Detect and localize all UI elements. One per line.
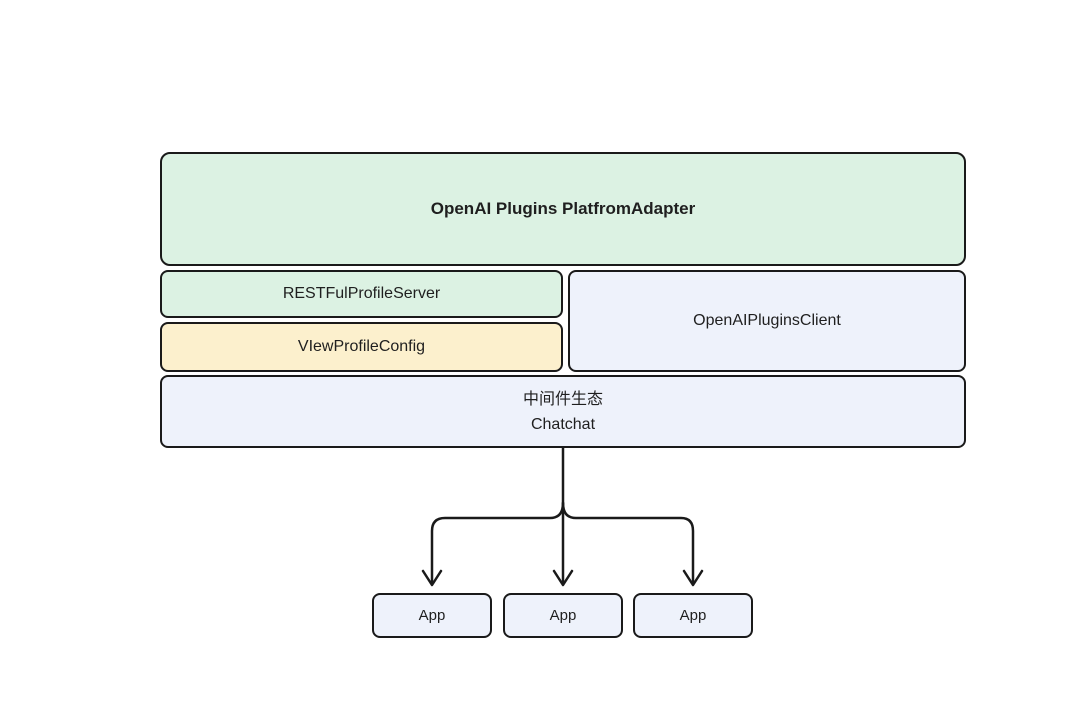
restful-profile-server-box: RESTFulProfileServer: [160, 270, 563, 318]
arrowhead-app-2: [552, 569, 574, 587]
app-box-1-label: App: [418, 607, 446, 624]
arrow-middleware-to-app-3: [561, 501, 695, 586]
openai-plugins-client-label: OpenAIPluginsClient: [693, 312, 841, 329]
middleware-ecosystem-box: 中间件生态 Chatchat: [160, 375, 966, 448]
arrowhead-app-1: [421, 569, 443, 587]
adapter-box: OpenAI Plugins PlatfromAdapter: [160, 152, 966, 266]
view-profile-config-box: VIewProfileConfig: [160, 322, 563, 372]
middleware-ecosystem-label-en: Chatchat: [530, 415, 596, 433]
openai-plugins-client-box: OpenAIPluginsClient: [568, 270, 966, 372]
arrowhead-app-3: [682, 569, 704, 587]
adapter-box-label: OpenAI Plugins PlatfromAdapter: [430, 199, 696, 218]
app-box-3: App: [633, 593, 753, 638]
app-box-2-label: App: [549, 607, 577, 624]
arrow-middleware-to-app-1: [430, 501, 565, 586]
view-profile-config-label: VIewProfileConfig: [297, 338, 426, 355]
middleware-ecosystem-label-cn: 中间件生态: [522, 390, 603, 408]
restful-profile-server-label: RESTFulProfileServer: [282, 285, 441, 302]
app-box-2: App: [503, 593, 623, 638]
app-box-3-label: App: [679, 607, 707, 624]
app-box-1: App: [372, 593, 492, 638]
